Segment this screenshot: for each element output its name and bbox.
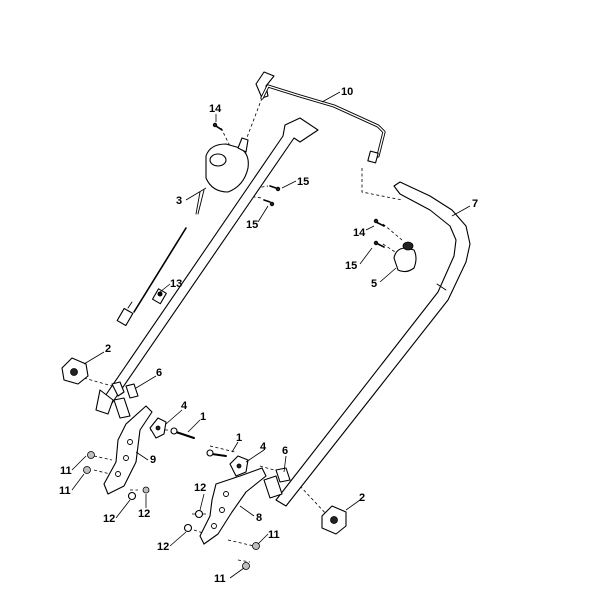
callout-12-washer-left-b: 12 bbox=[138, 508, 150, 520]
callout-4-clamp-left: 4 bbox=[181, 400, 188, 412]
callout-8-bracket-right: 8 bbox=[256, 512, 262, 524]
control-cable bbox=[116, 227, 187, 327]
spacer-left bbox=[111, 381, 139, 419]
callout-15-screw-lower: 15 bbox=[246, 219, 258, 231]
callout-11-nut-right-lower: 11 bbox=[214, 573, 226, 585]
callout-2-knob-left: 2 bbox=[105, 343, 111, 355]
callout-11-nut-right-upper: 11 bbox=[268, 529, 280, 541]
callout-6-spacer-left: 6 bbox=[156, 367, 162, 379]
callout-11-nut-left-upper: 11 bbox=[60, 465, 72, 477]
cable-clip bbox=[393, 241, 417, 273]
callout-4-clamp-right: 4 bbox=[260, 441, 267, 453]
callout-12-washer-right-lower: 12 bbox=[157, 541, 169, 553]
callout-5-cable-clip: 5 bbox=[371, 278, 377, 290]
callout-3-control-lever: 3 bbox=[176, 195, 182, 207]
bracket-left bbox=[103, 405, 153, 495]
screws-group bbox=[212, 122, 385, 248]
right-handle-tube bbox=[275, 181, 471, 507]
callout-15-screw-right: 15 bbox=[345, 260, 357, 272]
left-handle-tube bbox=[95, 117, 319, 415]
knob-right bbox=[321, 505, 347, 535]
clamp-left bbox=[149, 417, 167, 439]
cable-adjuster bbox=[151, 288, 167, 305]
callout-12-washer-left-a: 12 bbox=[103, 513, 115, 525]
callout-13-cable-adjuster: 13 bbox=[170, 278, 182, 290]
spacer-right bbox=[263, 467, 291, 499]
bracket-right bbox=[199, 467, 267, 545]
callout-14-screw-right: 14 bbox=[353, 227, 366, 239]
handle-bar-wire bbox=[255, 71, 386, 164]
callout-1-bolt-left: 1 bbox=[200, 411, 206, 423]
callout-7-right-handle-tube: 7 bbox=[472, 198, 478, 210]
washers-group bbox=[127, 486, 204, 533]
callout-11-nut-left-lower: 11 bbox=[59, 485, 71, 497]
callout-12-washer-right-upper: 12 bbox=[194, 482, 206, 494]
callout-2-knob-right: 2 bbox=[359, 492, 365, 504]
control-lever bbox=[195, 137, 249, 215]
bolt-right bbox=[206, 449, 227, 457]
bolt-left bbox=[170, 427, 195, 439]
callout-14-screw-left: 14 bbox=[209, 103, 222, 115]
clamp-right bbox=[229, 455, 249, 477]
knob-left bbox=[61, 357, 89, 385]
callout-9-bracket-left: 9 bbox=[150, 454, 156, 466]
callout-6-spacer-right: 6 bbox=[282, 445, 288, 457]
callout-10-handle-bar-wire: 10 bbox=[341, 86, 353, 98]
callout-labels: 10 14 15 15 3 7 14 15 5 13 2 6 4 1 9 11 … bbox=[59, 86, 478, 585]
callout-1-bolt-right: 1 bbox=[236, 432, 242, 444]
callout-15-screw-upper: 15 bbox=[297, 176, 309, 188]
leader-lines bbox=[71, 91, 471, 579]
nuts-group bbox=[83, 451, 260, 570]
